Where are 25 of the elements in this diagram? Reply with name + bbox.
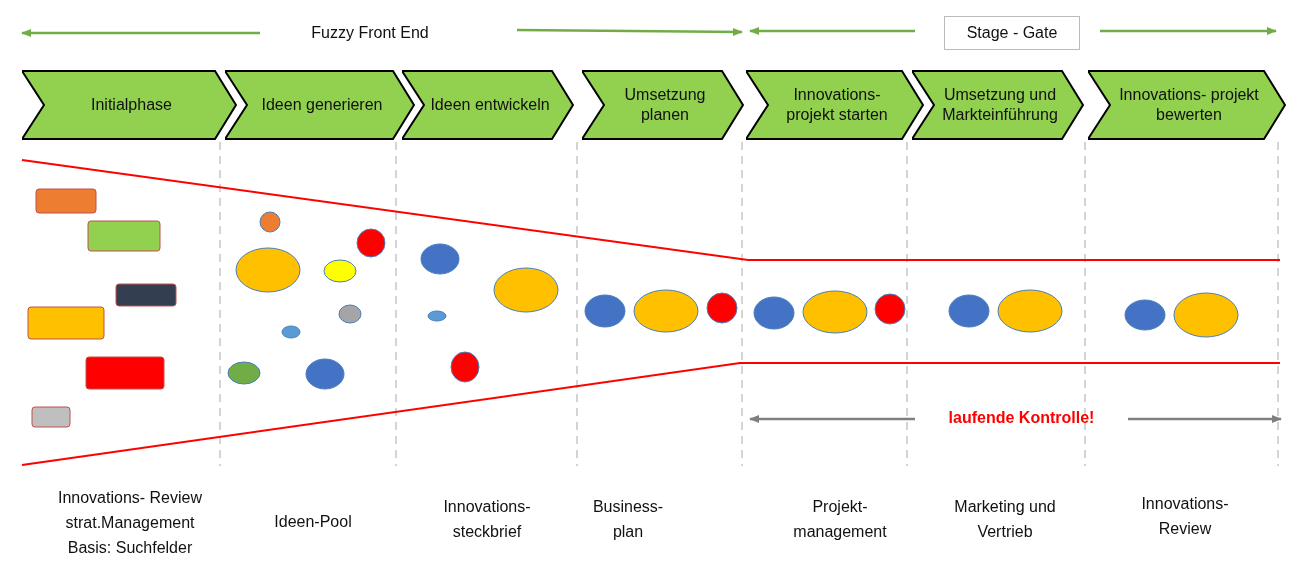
chevron-step <box>912 70 1084 140</box>
phase-label: Fuzzy Front End <box>310 23 430 43</box>
chevron-step <box>402 70 574 140</box>
step-label: Stage - Gate <box>966 23 1058 43</box>
note: laufende Kontrolle! <box>947 408 1096 428</box>
chevron-step <box>225 70 415 140</box>
step-label: Umsetzung planen <box>623 85 707 125</box>
chevron-step <box>22 70 237 140</box>
chevron-step <box>746 70 924 140</box>
step-label: Umsetzung und Markteinführung <box>941 85 1059 125</box>
output-label: Business- plan <box>591 497 665 542</box>
output-label: Innovations- Review strat.Management Basis: Suchfelder <box>56 488 204 558</box>
step-label: Initialphase <box>91 95 172 115</box>
chevron-step <box>582 70 744 140</box>
output-label: Ideen-Pool <box>273 512 353 532</box>
output-label: Projekt- management <box>792 497 888 542</box>
output-label: Marketing und Vertrieb <box>953 497 1057 542</box>
output-label: Innovations- Review <box>1140 494 1230 539</box>
step-label: Innovations- projekt bewerten <box>1118 85 1260 125</box>
output-label: Innovations- steckbrief <box>442 497 532 542</box>
chevron-step <box>1088 70 1286 140</box>
step-label: Ideen entwickeln <box>430 95 550 115</box>
step-label: Ideen generieren <box>261 95 383 115</box>
stage-box <box>944 16 1080 50</box>
step-label: Innovations- projekt starten <box>785 85 889 125</box>
